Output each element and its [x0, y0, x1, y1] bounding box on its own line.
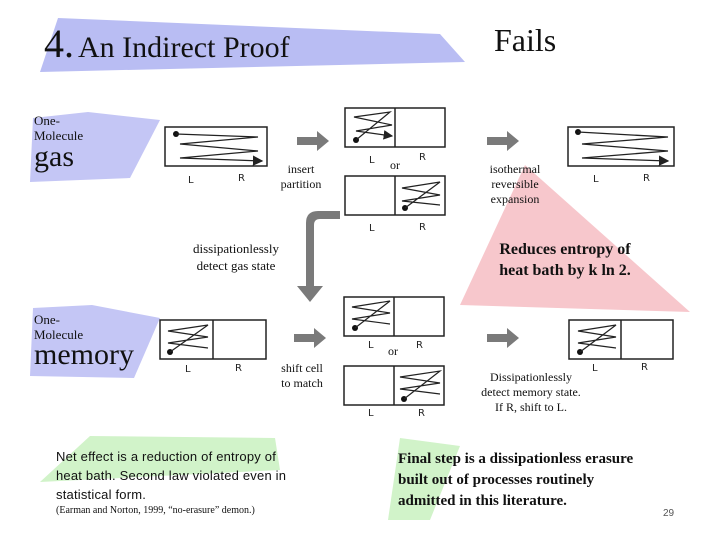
- citation-text: (Earman and Norton, 1999, “no-erasure” d…: [56, 505, 255, 516]
- svg-text:R: R: [235, 363, 242, 374]
- net-effect-highlight: [40, 436, 280, 482]
- svg-text:R: R: [416, 340, 423, 351]
- memory-box-final: [568, 319, 674, 360]
- svg-text:R: R: [419, 222, 426, 233]
- detect-memory-note: Dissipationlessly detect memory state. I…: [481, 370, 581, 414]
- or-top-note: or: [390, 158, 400, 172]
- memory-label-big: memory: [34, 338, 134, 371]
- gas-box-R: [344, 175, 446, 216]
- svg-text:L: L: [188, 175, 194, 186]
- isothermal-note: isothermal reversible expansion: [489, 162, 541, 206]
- gas-box-initial: [164, 126, 268, 167]
- slide-title: 4. An Indirect Proof: [44, 20, 290, 67]
- memory-box-initial: [159, 319, 267, 360]
- gas-label-big: gas: [34, 140, 74, 173]
- final-step-highlight: [388, 438, 460, 520]
- svg-text:L: L: [592, 363, 598, 374]
- or-bottom-note: or: [388, 344, 398, 358]
- svg-text:R: R: [418, 408, 425, 419]
- svg-text:L: L: [368, 340, 374, 351]
- title-text: An Indirect Proof: [78, 31, 290, 64]
- gray-arrow-memory-2: [487, 328, 519, 348]
- svg-text:L: L: [593, 174, 599, 185]
- gray-arrow-gas-1: [297, 131, 329, 151]
- svg-text:L: L: [368, 408, 374, 419]
- memory-box-L: [343, 296, 445, 337]
- svg-text:R: R: [641, 362, 648, 373]
- gas-box-L: [344, 107, 446, 148]
- page-number: 29: [663, 508, 675, 519]
- net-effect-text: Net effect is a reduction of entropy of …: [56, 449, 287, 502]
- svg-text:R: R: [419, 152, 426, 163]
- title-fails: Fails: [494, 22, 557, 58]
- gray-arrow-gas-2: [487, 131, 519, 151]
- gas-box-expanded: [567, 126, 675, 167]
- title-highlight: [40, 18, 465, 72]
- insert-partition-note: insert partition: [280, 162, 322, 191]
- svg-text:L: L: [185, 364, 191, 375]
- memory-label-small: One- Molecule: [34, 312, 84, 342]
- gray-arrow-memory-1: [294, 328, 326, 348]
- memory-box-R: [343, 365, 445, 406]
- reduces-entropy-note: Reduces entropy of heat bath by k ln 2.: [499, 241, 631, 279]
- entropy-highlight: [460, 165, 690, 312]
- box-lr-labels: L R L R L R L R L R L R L R L R: [185, 152, 650, 419]
- svg-text:R: R: [643, 173, 650, 184]
- gas-label-highlight: [30, 112, 160, 182]
- final-step-text: Final step is a dissipationless erasure …: [398, 451, 634, 509]
- title-number: 4.: [44, 21, 74, 66]
- svg-text:L: L: [369, 155, 375, 166]
- svg-text:R: R: [238, 173, 245, 184]
- shift-cell-note: shift cell to match: [281, 361, 323, 390]
- svg-text:L: L: [369, 223, 375, 234]
- gray-arrow-down-connector: [297, 211, 340, 302]
- dissipationless-detect-note: dissipationlessly detect gas state: [193, 241, 279, 273]
- gas-label-small: One- Molecule: [34, 113, 84, 143]
- memory-label-highlight: [30, 305, 160, 378]
